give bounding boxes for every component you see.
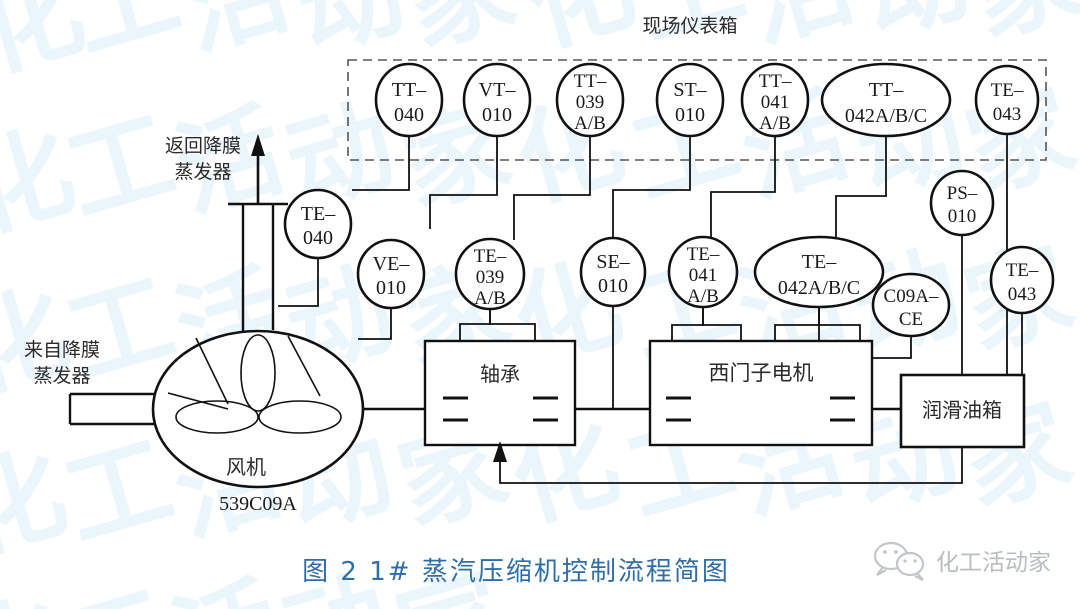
equipment-motor: 西门子电机 xyxy=(648,339,874,447)
bubble-TT-042ABC[interactable]: TT– 042A/B/C xyxy=(820,62,952,138)
bubble-label-line2: 041 xyxy=(689,265,718,286)
inlet-port-label: 来自降膜 蒸发器 xyxy=(24,339,100,387)
bubble-label-line1: TT– xyxy=(574,71,607,92)
bubble-SE-010[interactable]: SE– 010 xyxy=(579,236,647,308)
outlet-port-label: 返回降膜 蒸发器 xyxy=(165,135,241,183)
bubble-label-line1: TT– xyxy=(392,79,427,101)
bubble-label-line1: PS– xyxy=(947,183,978,204)
bubble-label-line3: A/B xyxy=(574,113,606,134)
bubble-label-line1: C09A– xyxy=(884,286,939,307)
fan-tag: 539C09A xyxy=(219,493,297,515)
inlet-label-line2: 蒸发器 xyxy=(33,365,90,387)
lube-oil-line xyxy=(493,441,963,484)
field-instrument-bubbles: TE– 040 VE– 010 TE– 039 A/B SE– 010 TE– … xyxy=(283,169,1055,338)
bubble-label-line1: TE– xyxy=(474,246,507,267)
bubble-label-line2: 010 xyxy=(376,277,406,299)
bubble-label-line1: TE– xyxy=(1006,260,1039,281)
outlet-label-line1: 返回降膜 xyxy=(165,135,241,157)
fan-label: 风机 xyxy=(226,455,266,479)
bubble-TE-040[interactable]: TE– 040 xyxy=(283,188,353,260)
bubble-TT-039AB[interactable]: TT– 039 A/B xyxy=(555,62,625,138)
equipment-bearing: 轴承 xyxy=(423,339,577,447)
bubble-TE-042ABC[interactable]: TE– 042A/B/C xyxy=(753,235,885,309)
bubble-label-line1: TE– xyxy=(991,80,1024,101)
field-instrument-panel-box xyxy=(347,59,1047,161)
bubble-label-line2: 042A/B/C xyxy=(845,105,927,127)
equipment-oil-tank: 润滑油箱 xyxy=(899,373,1026,449)
bubble-C09A-CE[interactable]: C09A– CE xyxy=(871,272,951,338)
bubble-VE-010[interactable]: VE– 010 xyxy=(356,238,426,310)
oil-tank-label: 润滑油箱 xyxy=(922,398,1002,422)
bubble-PS-010[interactable]: PS– 010 xyxy=(929,169,995,237)
bubble-TE-043-panel[interactable]: TE– 043 xyxy=(974,64,1040,136)
bubble-TE-041AB[interactable]: TE– 041 A/B xyxy=(667,235,739,309)
bubble-label-line2: 040 xyxy=(303,227,333,249)
bubble-label-line2: 041 xyxy=(761,92,790,113)
bubble-ST-010[interactable]: ST– 010 xyxy=(655,62,725,138)
outlet-arrow xyxy=(251,134,265,204)
bubble-label-line2: 040 xyxy=(394,104,424,126)
bubble-label-line2: 042A/B/C xyxy=(778,277,860,299)
wechat-icon xyxy=(873,541,925,581)
bearing-label: 轴承 xyxy=(480,362,520,386)
bubble-label-line2: 010 xyxy=(482,104,512,126)
bubble-label-line1: TT– xyxy=(869,79,904,101)
bubble-label-line2: 039 xyxy=(576,92,605,113)
bubble-label-line1: VT– xyxy=(479,79,517,101)
outlet-label-line2: 蒸发器 xyxy=(174,161,231,183)
bubble-TE-043-field[interactable]: TE– 043 xyxy=(989,245,1055,315)
motor-label: 西门子电机 xyxy=(709,361,814,385)
bubble-label-line1: SE– xyxy=(596,251,630,273)
bubble-label-line3: A/B xyxy=(474,288,506,309)
bubble-label-line2: 010 xyxy=(948,206,977,227)
bubble-label-line1: TT– xyxy=(759,71,792,92)
bubble-label-line1: VE– xyxy=(373,253,411,275)
bubble-label-line2: 043 xyxy=(1008,284,1037,305)
equipment-fan: 风机 539C09A xyxy=(151,329,365,515)
panel-instrument-bubbles: TT– 040 VT– 010 TT– 039 A/B ST– 010 TT– … xyxy=(374,62,1040,138)
bubble-label-line1: TE– xyxy=(301,203,336,225)
logo-text: 化工活动家 xyxy=(936,550,1051,576)
bubble-label-line3: A/B xyxy=(759,113,791,134)
bubble-label-line1: TE– xyxy=(802,251,837,273)
bubble-label-line1: ST– xyxy=(673,79,707,101)
bubble-label-line2: 010 xyxy=(598,275,628,297)
figure-caption: 图 2 1# 蒸汽压缩机控制流程简图 xyxy=(302,557,730,587)
bubble-label-line2: 039 xyxy=(476,267,505,288)
bubble-label-line2: 010 xyxy=(675,104,705,126)
bubble-TT-041AB[interactable]: TT– 041 A/B xyxy=(740,62,810,138)
bubble-label-line3: A/B xyxy=(687,286,719,307)
bubble-label-line2: CE xyxy=(899,309,923,330)
bubble-label-line2: 043 xyxy=(993,104,1022,125)
bubble-TE-039AB[interactable]: TE– 039 A/B xyxy=(454,237,526,311)
panel-title: 现场仪表箱 xyxy=(642,15,737,37)
bubble-label-line1: TE– xyxy=(687,244,720,265)
inlet-label-line1: 来自降膜 xyxy=(24,339,100,361)
bubble-VT-010[interactable]: VT– 010 xyxy=(462,62,532,138)
bubble-TT-040[interactable]: TT– 040 xyxy=(374,62,444,138)
wechat-logo: 化工活动家 xyxy=(873,541,1051,581)
